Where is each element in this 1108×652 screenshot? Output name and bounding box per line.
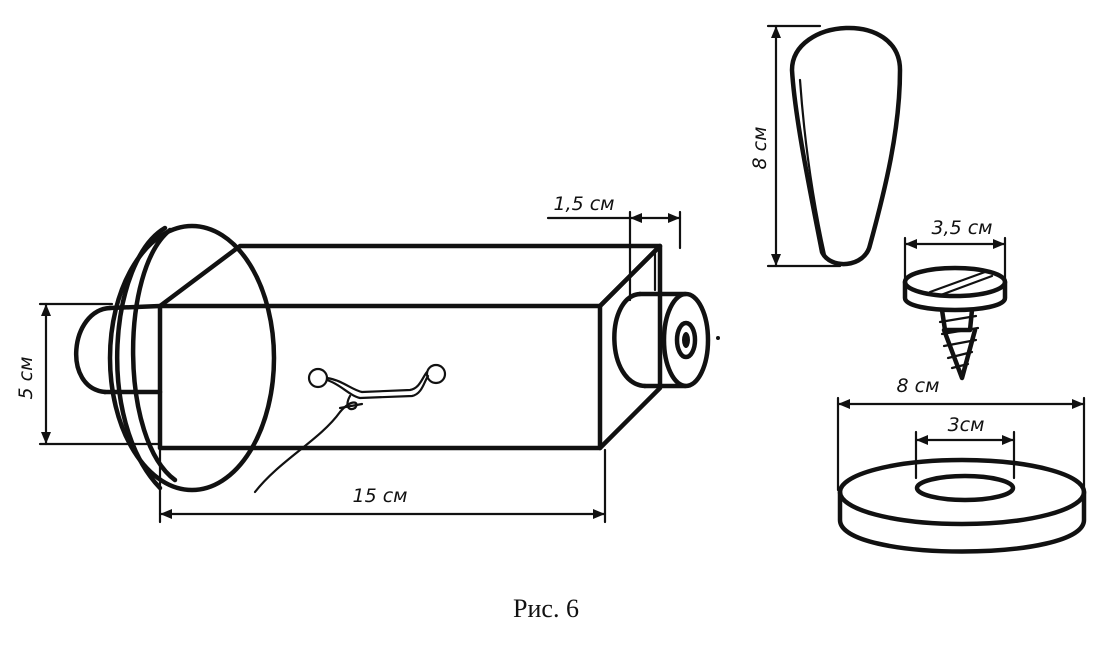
dim-1-5: 1,5 см — [546, 193, 682, 250]
dot-mark — [716, 336, 720, 340]
dim-15: 15 см — [158, 448, 607, 524]
box — [157, 243, 663, 451]
dim-screw-label: 3,5 см — [931, 217, 992, 239]
latch — [253, 363, 447, 494]
left-stub — [73, 303, 163, 395]
washer-part: 8 см 3см — [836, 375, 1087, 554]
screw-part: 3,5 см — [902, 217, 1008, 381]
dim-handle-label: 8 см — [749, 127, 771, 170]
handle-part: 8 см — [749, 24, 903, 268]
large-disk — [107, 223, 277, 493]
dim-5-label: 5 см — [15, 357, 37, 400]
figure-caption: Рис. 6 — [513, 594, 579, 623]
dim-1-5-label: 1,5 см — [553, 193, 614, 215]
right-end-cap — [612, 291, 711, 389]
dim-washer-outer-label: 8 см — [897, 375, 940, 397]
dim-5: 5 см — [15, 302, 162, 446]
main-assembly: 15 см 5 см 1,5 см — [15, 193, 720, 524]
dim-washer-inner-label: 3см — [948, 414, 985, 436]
dim-15-label: 15 см — [353, 485, 408, 507]
